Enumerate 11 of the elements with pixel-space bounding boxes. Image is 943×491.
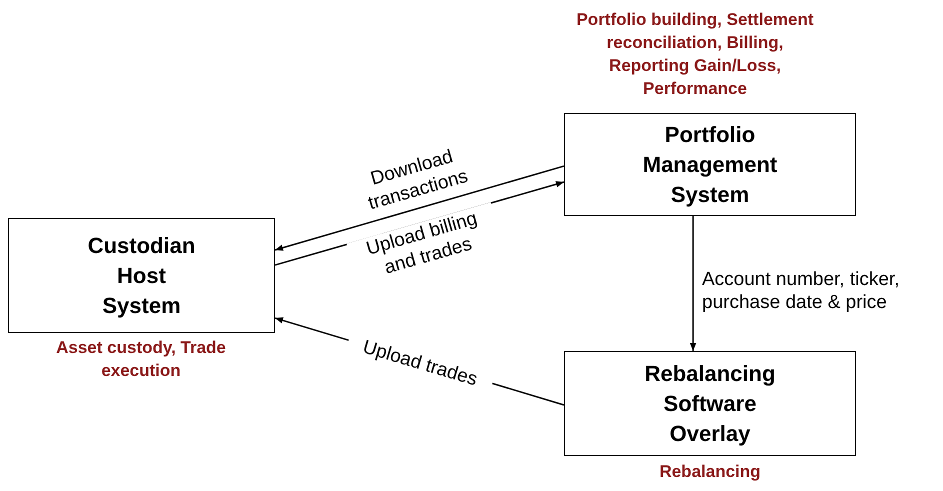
process-box bbox=[8, 218, 275, 333]
box-title: Portfolio Management System bbox=[642, 120, 778, 209]
function-note: Asset custody, Trade execution bbox=[55, 337, 227, 382]
function-note: Rebalancing bbox=[658, 461, 762, 483]
arrow bbox=[690, 216, 696, 351]
arrow bbox=[274, 165, 564, 251]
box-title: Rebalancing Software Overlay bbox=[644, 360, 776, 448]
process-box bbox=[564, 351, 856, 456]
box-title: Custodian Host System bbox=[86, 232, 196, 320]
function-note: Portfolio building, Settlement reconciliation, Billing, Reporting Gain/Loss, Performance bbox=[575, 9, 815, 100]
process-box bbox=[564, 113, 856, 216]
